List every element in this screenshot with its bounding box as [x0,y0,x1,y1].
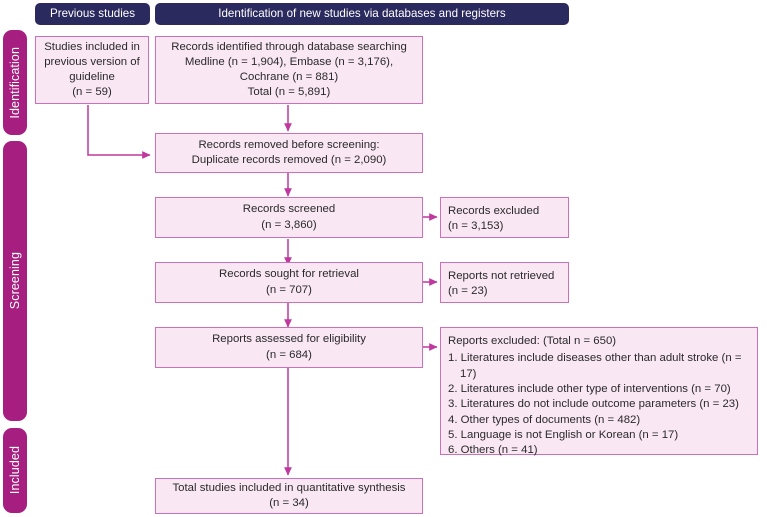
text-line: Records removed before screening: [198,138,380,151]
phase-pill-identification: Identification [3,30,27,135]
text-line: Reports assessed for eligibility [212,333,366,346]
node-records-screened-text: Records screened (n = 3,860) [162,202,416,232]
node-reports-assessed-text: Reports assessed for eligibility (n = 68… [162,332,416,362]
node-total-included-text: Total studies included in quantitative s… [162,481,416,511]
node-records-identified: Records identified through database sear… [155,36,423,104]
header-new-studies-label: Identification of new studies via databa… [218,7,506,21]
node-reports-not-retrieved: Reports not retrieved (n = 23) [440,262,569,303]
node-reports-not-retrieved-text: Reports not retrieved (n = 23) [448,269,561,299]
list-item: 4. Other types of documents (n = 482) [448,413,641,426]
list-item: 2. Literatures include other type of int… [448,382,731,395]
reports-excluded-heading: Reports excluded: (Total n = 650) [448,335,617,347]
text-line: (n = 34) [269,497,309,509]
node-records-excluded-text: Records excluded (n = 3,153) [448,204,561,234]
text-line: Records sought for retrieval [219,268,359,281]
list-item: 5. Language is not English or Korean (n … [448,428,679,441]
node-reports-excluded: Reports excluded: (Total n = 650) 1. Lit… [440,327,758,456]
text-line: Records identified through database sear… [171,40,407,53]
text-line: Studies included in [44,40,140,53]
text-line: (n = 3,860) [261,218,317,231]
node-records-identified-text: Records identified through database sear… [162,40,416,100]
list-item: 6. Others (n = 41) [448,444,538,457]
text-line: previous version of [44,55,140,68]
node-records-screened: Records screened (n = 3,860) [155,197,423,238]
text-line: guideline [69,71,115,83]
list-item: 3. Literatures do not include outcome pa… [448,398,739,411]
phase-label-identification: Identification [7,46,22,119]
text-line: Records screened [242,203,336,216]
text-line: Cochrane (n = 881) [239,71,339,83]
node-studies-included-previous: Studies included in previous version of … [35,36,149,104]
phase-label-screening: Screening [7,252,22,310]
text-line: Records excluded [448,205,540,217]
header-previous-studies-label: Previous studies [49,7,136,21]
node-studies-included-previous-text: Studies included in previous version of … [42,40,142,100]
list-item: 1. Literatures include diseases other th… [448,352,742,380]
node-records-removed: Records removed before screening: Duplic… [155,133,423,173]
phase-label-included: Included [7,446,22,495]
phase-pill-included: Included [3,428,27,513]
node-total-included: Total studies included in quantitative s… [155,478,423,514]
text-line: (n = 3,153) [448,220,504,233]
text-line: (n = 59) [72,86,112,99]
node-records-removed-text: Records removed before screening: Duplic… [162,138,416,168]
node-records-sought: Records sought for retrieval (n = 707) [155,262,423,303]
reports-excluded-list: 1. Literatures include diseases other th… [448,351,750,458]
node-reports-excluded-text: Reports excluded: (Total n = 650) 1. Lit… [448,334,750,459]
node-records-excluded: Records excluded (n = 3,153) [440,197,569,238]
text-line: (n = 707) [266,283,312,296]
text-line: Medline (n = 1,904), Embase (n = 3,176), [184,55,394,68]
phase-pill-screening: Screening [3,141,27,421]
text-line: (n = 23) [448,285,488,298]
header-previous-studies: Previous studies [35,3,150,25]
node-reports-assessed: Reports assessed for eligibility (n = 68… [155,327,423,368]
text-line: Total (n = 5,891) [247,86,331,99]
text-line: Reports not retrieved [448,270,555,282]
text-line: Total studies included in quantitative s… [172,481,406,494]
node-records-sought-text: Records sought for retrieval (n = 707) [162,267,416,297]
text-line: (n = 684) [266,348,312,361]
header-new-studies: Identification of new studies via databa… [155,3,569,25]
text-line: Duplicate records removed (n = 2,090) [191,154,387,166]
arrow-previous-to-removed [87,105,151,159]
